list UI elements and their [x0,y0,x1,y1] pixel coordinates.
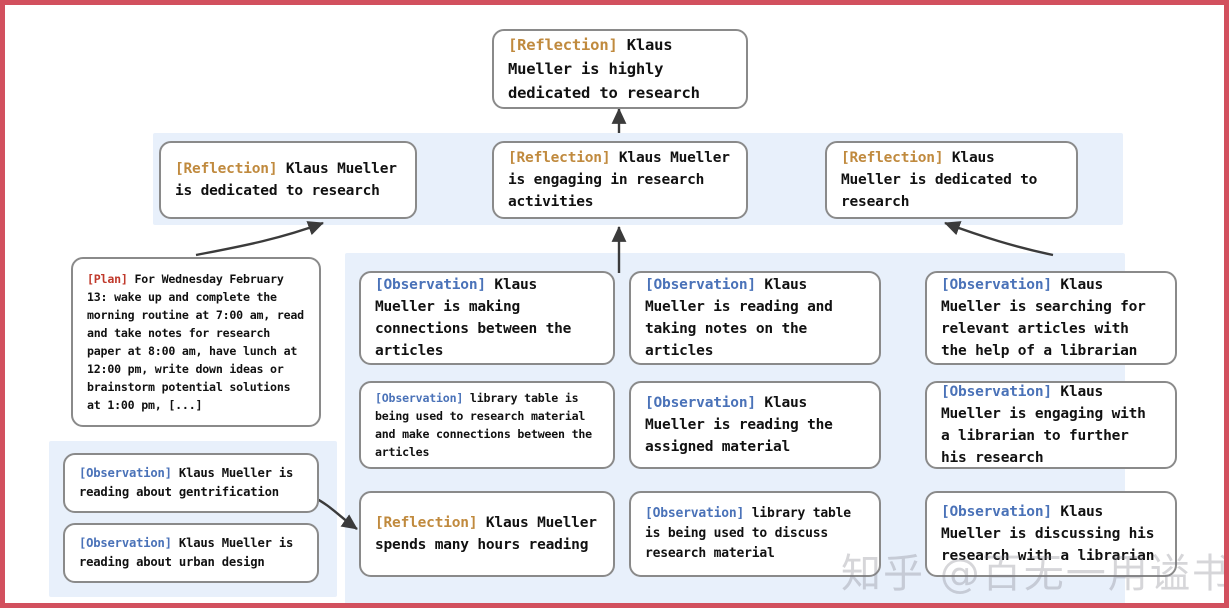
node-text: Klaus Mueller is making connections betw… [375,277,572,359]
node-text: Klaus Mueller is dedicated to research [175,161,397,199]
node-text: library table is being used to research … [375,391,592,459]
observation-tag: [Observation] [79,536,172,550]
observation-tag: [Observation] [375,391,464,405]
node-col2-observation-assigned-material[interactable]: [Observation] Klaus Mueller is reading t… [629,381,881,469]
node-col3-observation-searching-articles[interactable]: [Observation] Klaus Mueller is searching… [925,271,1177,365]
reflection-tag: [Reflection] [841,150,944,166]
observation-tag: [Observation] [645,277,756,293]
reflection-tag: [Reflection] [175,161,278,177]
node-observation-urban-design[interactable]: [Observation] Klaus Mueller is reading a… [63,523,319,583]
node-top-reflection[interactable]: [Reflection] Klaus Mueller is highly ded… [492,29,748,109]
observation-tag: [Observation] [375,277,486,293]
observation-tag: [Observation] [941,384,1052,400]
node-col1-observation-library-table[interactable]: [Observation] library table is being use… [359,381,615,469]
node-text: Klaus Mueller is reading and taking note… [645,277,833,359]
node-text: Klaus Mueller is engaging in research ac… [508,150,730,210]
node-reflection-left[interactable]: [Reflection] Klaus Mueller is dedicated … [159,141,417,219]
observation-tag: [Observation] [79,466,172,480]
node-text: Klaus Mueller is dedicated to research [841,150,1038,210]
reflection-tag: [Reflection] [508,36,618,54]
node-col2-observation-taking-notes[interactable]: [Observation] Klaus Mueller is reading a… [629,271,881,365]
node-plan[interactable]: [Plan] For Wednesday February 13: wake u… [71,257,321,427]
node-text: Klaus Mueller is reading about gentrific… [79,466,294,499]
observation-tag: [Observation] [645,506,745,521]
node-text: Klaus Mueller is reading about urban des… [79,536,294,569]
observation-tag: [Observation] [941,504,1052,520]
node-text: Klaus Mueller is engaging with a librari… [941,384,1146,466]
observation-tag: [Observation] [645,395,756,411]
node-text: Klaus Mueller is searching for relevant … [941,277,1146,359]
node-col3-observation-engaging-librarian[interactable]: [Observation] Klaus Mueller is engaging … [925,381,1177,469]
plan-tag: [Plan] [87,272,128,286]
node-col2-observation-discuss-material[interactable]: [Observation] library table is being use… [629,491,881,577]
node-text: Klaus Mueller is reading the assigned ma… [645,395,833,455]
reflection-tag: [Reflection] [508,150,611,166]
node-observation-gentrification[interactable]: [Observation] Klaus Mueller is reading a… [63,453,319,513]
node-text: For Wednesday February 13: wake up and c… [87,272,304,412]
node-text: Klaus Mueller is discussing his research… [941,504,1155,564]
node-text: Klaus Mueller spends many hours reading [375,515,597,553]
node-text: library table is being used to discuss r… [645,506,851,561]
node-col1-reflection-hours-reading[interactable]: [Reflection] Klaus Mueller spends many h… [359,491,615,577]
reflection-tag: [Reflection] [375,515,478,531]
node-reflection-right[interactable]: [Reflection] Klaus Mueller is dedicated … [825,141,1078,219]
observation-tag: [Observation] [941,277,1052,293]
node-text: Klaus Mueller is highly dedicated to res… [508,36,700,102]
node-col3-observation-discussing-research[interactable]: [Observation] Klaus Mueller is discussin… [925,491,1177,577]
node-reflection-center[interactable]: [Reflection] Klaus Mueller is engaging i… [492,141,748,219]
node-col1-observation-connections[interactable]: [Observation] Klaus Mueller is making co… [359,271,615,365]
